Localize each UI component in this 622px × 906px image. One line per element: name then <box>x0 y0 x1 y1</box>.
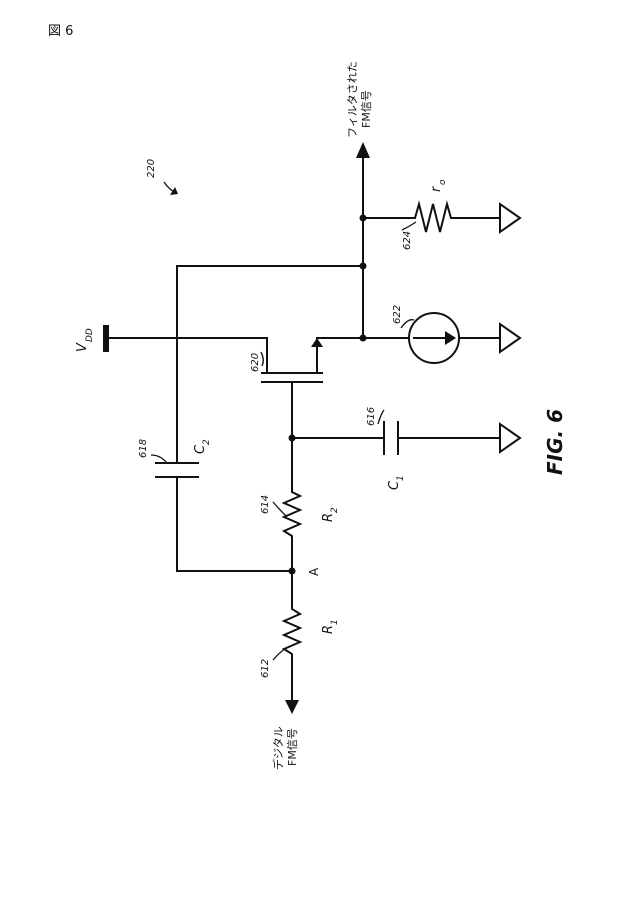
c1-sub: 1 <box>396 475 406 481</box>
r2-main: R <box>321 513 336 522</box>
ref-220-pointer <box>164 182 178 195</box>
vdd-main: V <box>75 342 90 352</box>
wires <box>108 158 500 700</box>
r1-main: R <box>321 625 336 634</box>
ground-icon <box>500 424 520 452</box>
output-arrow-icon <box>356 142 370 158</box>
transistor-ref: 620 <box>250 353 261 372</box>
ro-main: r <box>429 185 444 192</box>
output-label-line1: フィルタされた <box>346 61 359 138</box>
input-label-line2: FM信号 <box>286 728 299 766</box>
c2-label: C 2 <box>193 439 212 454</box>
vdd-sub: DD <box>85 328 95 342</box>
r2-ref: 614 <box>260 495 271 514</box>
vdd-label: V DD <box>75 328 95 352</box>
circuit-ref: 220 <box>146 159 157 178</box>
input-label: デジタル FM信号 <box>271 726 299 770</box>
output-label: フィルタされた FM信号 <box>346 61 373 138</box>
ro-ref: 624 <box>402 231 413 250</box>
ro-label: r o <box>429 179 448 192</box>
current-arrow-icon <box>445 331 456 345</box>
ground-icon <box>500 324 520 352</box>
r2-sub: 2 <box>330 507 340 513</box>
capacitor-c1 <box>384 422 398 454</box>
resistor-ro <box>410 204 455 232</box>
resistor-r2 <box>284 488 300 542</box>
c1-label: C 1 <box>387 475 406 490</box>
leader-lines <box>151 222 416 660</box>
resistor-r1 <box>284 603 300 660</box>
r1-ref: 612 <box>260 659 271 678</box>
r1-label: R 1 <box>321 619 340 634</box>
figure-caption: FIG. 6 <box>543 409 567 475</box>
c2-sub: 2 <box>202 439 212 445</box>
ground-icon <box>500 204 520 232</box>
output-label-line2: FM信号 <box>360 90 373 128</box>
r2-label: R 2 <box>321 507 340 522</box>
input-arrow-icon <box>285 700 299 714</box>
ro-sub: o <box>438 179 448 185</box>
node-a-label: A <box>307 567 321 576</box>
current-source-ref: 622 <box>392 305 403 324</box>
vdd-bar <box>103 325 109 352</box>
c2-ref: 618 <box>138 439 149 458</box>
input-label-line1: デジタル <box>271 726 285 770</box>
current-source-622 <box>409 313 459 363</box>
capacitor-c2 <box>156 463 198 477</box>
ground-symbols <box>500 204 520 452</box>
transistor-620 <box>262 338 323 382</box>
r1-sub: 1 <box>330 619 340 625</box>
c1-ref: 616 <box>366 407 377 426</box>
